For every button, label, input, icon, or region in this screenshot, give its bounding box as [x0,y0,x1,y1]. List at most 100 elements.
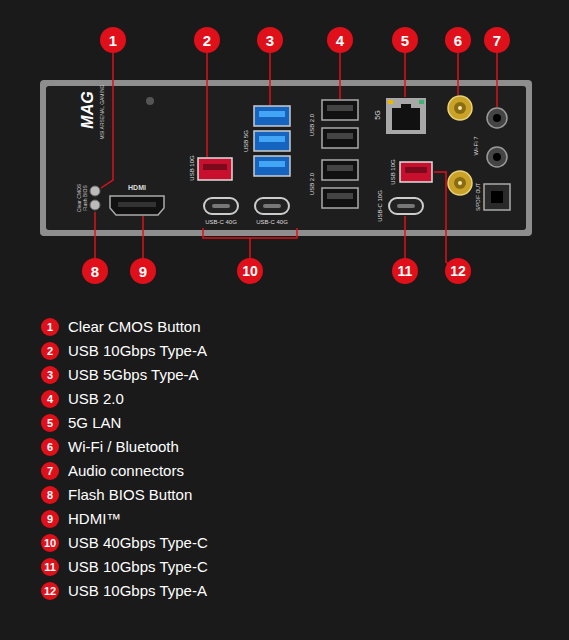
legend-text: Wi-Fi / Bluetooth [68,438,179,456]
leader-line [142,216,144,258]
leader-line [434,172,450,265]
io-shield [46,86,526,230]
leader-line [94,212,96,258]
port-label: Clear CMOS [77,184,82,212]
port-label: 5G [374,110,381,119]
callout-number: 3 [266,33,274,48]
port-label: USB 5G [243,130,249,152]
usb-c-port [263,204,281,208]
brand-logo: MAG [80,91,96,128]
leader-line [206,53,208,157]
callout-circle: 2 [194,27,220,53]
usb-c-port [255,198,289,214]
usb-a-blue-port [259,136,285,142]
antenna-connector [454,102,466,114]
usb-c-port [204,198,423,214]
antenna-connector [448,96,472,195]
legend-text: USB 10Gbps Type-A [68,582,207,600]
callout-circle: 7 [484,27,510,53]
callout-circle: 4 [41,390,59,408]
port-label: USB 10G [189,155,195,180]
callout-circle: 10 [41,534,59,552]
callout-number: 5 [47,418,53,429]
callout-circle: 12 [41,582,59,600]
usb-a-black-port [322,100,358,120]
port-label: USB-C 40G [256,219,288,225]
callout-circle: 3 [257,27,283,53]
usb-a-black-port [327,165,353,171]
usb-a-blue-port [254,131,290,151]
callout-number: 6 [454,33,462,48]
callout-circle: 2 [41,342,59,360]
callout-number: 7 [47,466,53,477]
legend-text: USB 5Gbps Type-A [68,366,199,384]
callout-number: 2 [203,33,211,48]
callout-circle: 9 [41,510,59,528]
callout-number: 1 [47,322,53,333]
callout-circle: 9 [130,258,156,284]
audio-jack [487,108,507,128]
legend-text: Clear CMOS Button [68,318,201,336]
antenna-connector [454,177,466,189]
lan-port [401,104,411,109]
leader-line [404,53,406,97]
usb-a-blue-port [254,156,290,176]
callout-circle: 5 [392,27,418,53]
callout-circle: 6 [445,27,471,53]
audio-jack [484,108,510,210]
callout-circle: 5 [41,414,59,432]
bios-cmos-buttons [90,186,100,210]
usb-a-black-port [327,193,353,199]
hdmi-port [110,196,164,215]
usb-c-port [389,198,423,214]
callout-circle: 12 [445,258,471,284]
antenna-connector [458,181,462,185]
port-label: USB-C 40G [205,219,237,225]
lan-port [419,100,424,104]
callout-number: 10 [242,264,258,278]
usb-a-red-port [198,158,232,180]
callout-circle: 11 [41,558,59,576]
port-label: USB 10G [390,159,396,184]
port-label: Flash BIOS [83,185,88,211]
callout-circle: 10 [237,258,263,284]
legend-text: USB 2.0 [68,390,124,408]
callout-number: 6 [47,442,53,453]
callout-number: 11 [398,264,413,278]
audio-jack [491,191,503,203]
usb-a-red-port [405,167,427,173]
usb-a-red-port [203,164,227,170]
usb-a-blue-port [254,106,290,126]
callout-circle: 4 [327,27,353,53]
bios-cmos-buttons [90,186,100,196]
callout-number: 9 [139,264,147,279]
port-label: S/PDIF OUT [476,183,481,211]
port-label: Wi-Fi 7 [473,137,479,156]
legend-text: USB 10Gbps Type-A [68,342,207,360]
lan-port [388,100,393,104]
leader-line [339,53,341,99]
io-shield [40,80,532,236]
leader-line [269,53,271,105]
usb-c-port [204,198,238,214]
antenna-connector [448,96,472,120]
callout-circle: 3 [41,366,59,384]
legend-text: 5G LAN [68,414,121,432]
callout-number: 3 [47,370,53,381]
callout-number: 8 [91,264,99,279]
lan-port [386,98,426,134]
callout-number: 12 [450,264,466,278]
brand-text: MSI ARSENAL GAMING [100,85,105,140]
port-label: HDMI [128,184,146,191]
callout-circle: 1 [41,318,59,336]
port-label: USB-C 10G [377,190,383,222]
callout-circle: 8 [41,486,59,504]
leader-line [496,53,498,107]
port-label: USB 2.0 [309,173,315,195]
callout-number: 5 [401,33,409,48]
leader-line [249,238,251,258]
leader-line [404,216,406,258]
usb-a-blue-port [259,111,285,117]
callout-circle: 6 [41,438,59,456]
